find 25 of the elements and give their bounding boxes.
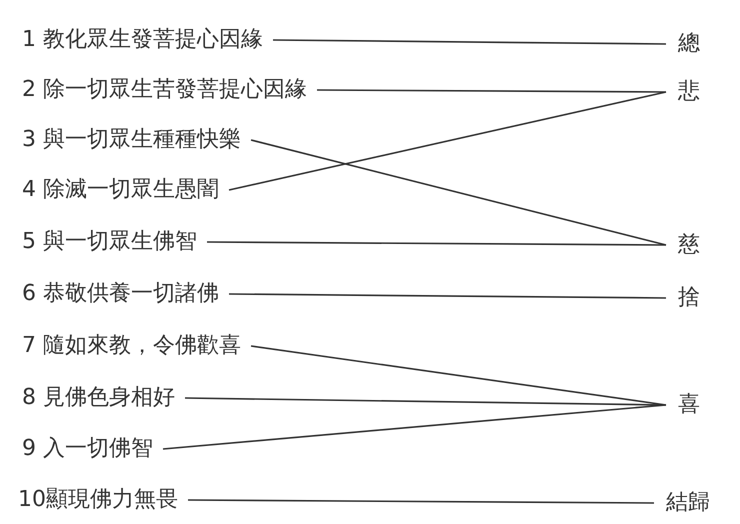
list-item-text: 4 除滅一切眾生愚闇: [22, 176, 219, 204]
connector-line: [229, 293, 666, 299]
list-item-text: 10顯現佛力無畏: [18, 486, 178, 514]
list-item-text: 8 見佛色身相好: [22, 384, 175, 412]
category-text: 捨: [678, 284, 700, 312]
connector-line: [184, 397, 666, 406]
connector-line: [207, 241, 666, 246]
category-text: 悲: [678, 78, 700, 106]
category-text: 喜: [678, 391, 700, 419]
connector-line: [188, 499, 654, 504]
connector-line: [162, 404, 666, 450]
list-item-text: 3 與一切眾生種種快樂: [22, 126, 241, 154]
connector-line: [273, 39, 666, 45]
list-item-text: 1 教化眾生發菩提心因緣: [22, 26, 263, 54]
connector-line: [228, 91, 666, 191]
list-item-text: 2 除一切眾生苦發菩提心因緣: [22, 76, 307, 104]
list-item-text: 6 恭敬供養一切諸佛: [22, 280, 219, 308]
category-text: 慈: [678, 231, 700, 259]
category-text: 結歸: [666, 489, 710, 517]
list-item-text: 5 與一切眾生佛智: [22, 228, 197, 256]
connector-line: [317, 89, 666, 93]
list-item-text: 9 入一切佛智: [22, 435, 153, 463]
connector-line: [250, 139, 666, 246]
category-text: 總: [678, 30, 700, 58]
list-item-text: 7 隨如來教，令佛歡喜: [22, 332, 241, 360]
